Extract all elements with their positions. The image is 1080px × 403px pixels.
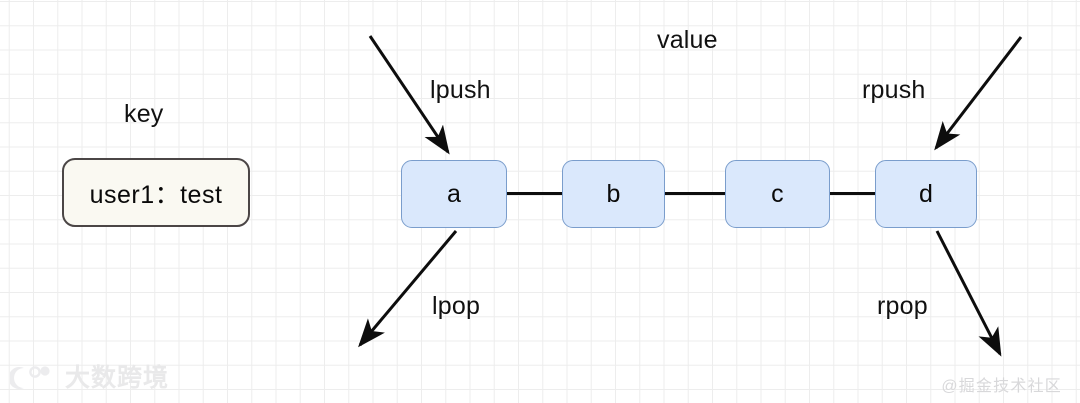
list-node-b-label: b bbox=[606, 179, 621, 208]
brand-watermark: 大数跨境 bbox=[10, 364, 169, 392]
rpush-label: rpush bbox=[862, 76, 926, 104]
lpush-label: lpush bbox=[430, 76, 491, 104]
rpop-arrow bbox=[935, 230, 1002, 357]
rpop-label: rpop bbox=[877, 292, 928, 320]
key-section-label: key bbox=[124, 100, 164, 128]
rpush-arrow bbox=[934, 36, 1023, 151]
brand-logo-icon bbox=[10, 366, 50, 389]
community-watermark: @掘金技术社区 bbox=[941, 378, 1062, 395]
key-entry-label: user1：test bbox=[89, 180, 223, 209]
brand-watermark-text: 大数跨境 bbox=[65, 363, 170, 392]
list-node-d-label: d bbox=[918, 179, 934, 208]
list-node-b[interactable]: b bbox=[562, 160, 665, 228]
lpop-arrow bbox=[358, 230, 458, 348]
value-section-label: value bbox=[657, 26, 718, 54]
list-node-a-label: a bbox=[446, 179, 462, 208]
lpop-label: lpop bbox=[432, 292, 481, 320]
key-entry-box[interactable]: user1：test bbox=[62, 158, 250, 227]
list-node-c-label: c bbox=[771, 179, 784, 208]
list-node-c[interactable]: c bbox=[725, 160, 830, 228]
list-node-d[interactable]: d bbox=[875, 160, 977, 228]
list-node-a[interactable]: a bbox=[401, 160, 507, 228]
